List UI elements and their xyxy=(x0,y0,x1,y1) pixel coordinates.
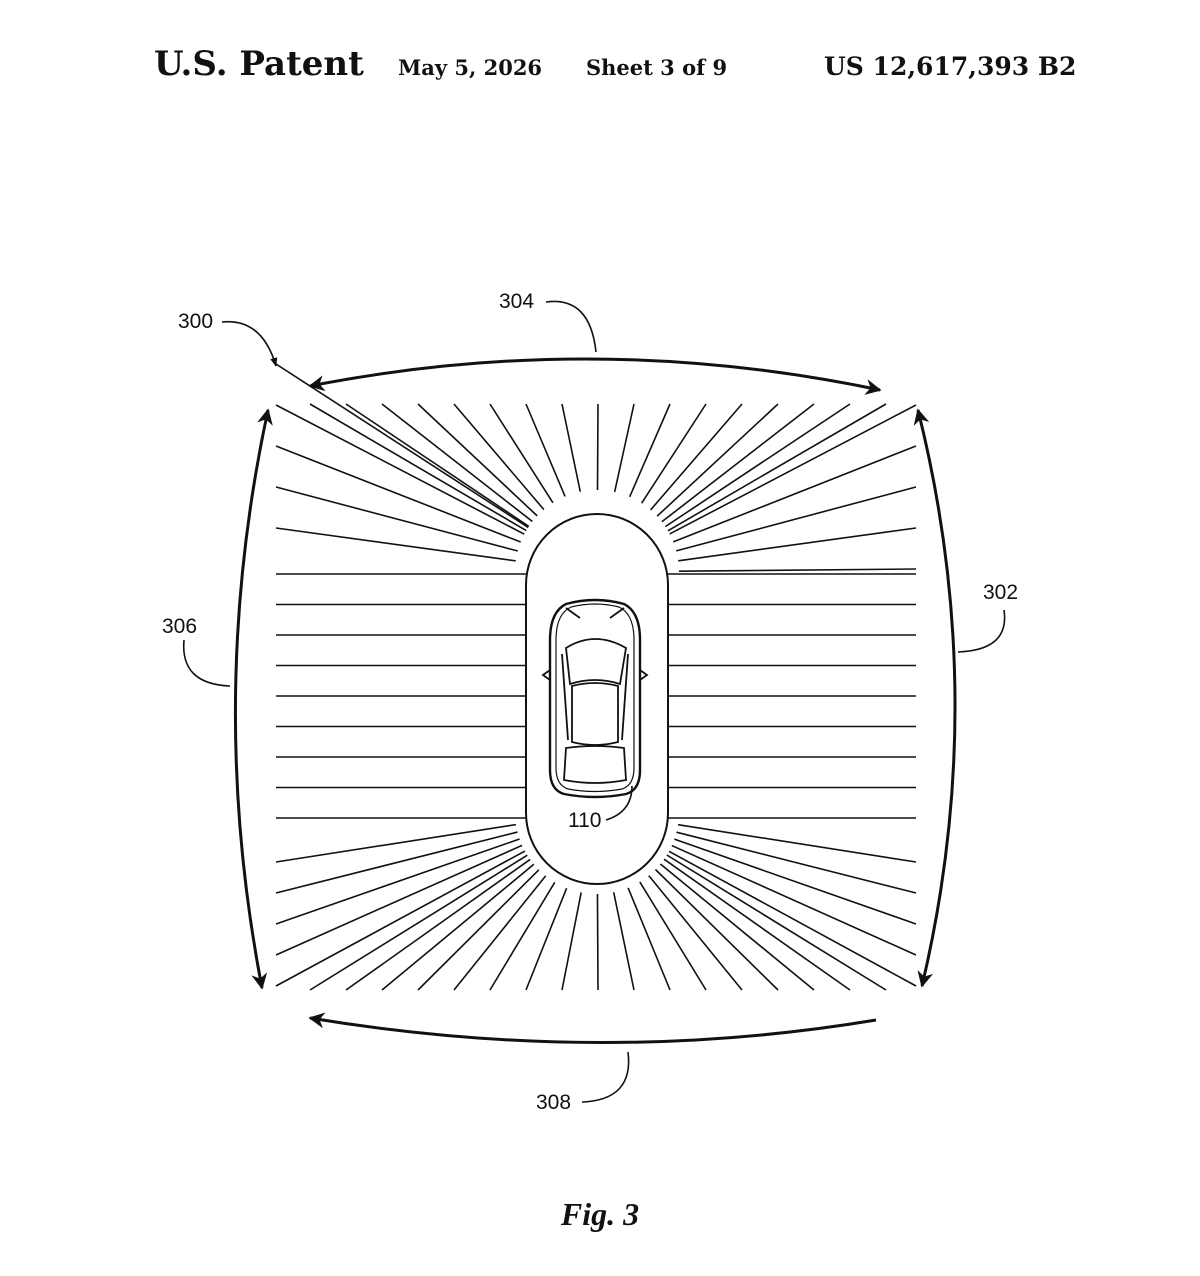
field-line-front xyxy=(649,403,743,511)
field-line-front xyxy=(640,403,707,504)
field-line-rear xyxy=(639,881,707,991)
field-line-rear xyxy=(309,854,528,991)
field-line-rear xyxy=(561,892,582,991)
field-line-rear xyxy=(676,831,917,894)
patent-date: May 5, 2026 xyxy=(398,55,543,80)
ref-304: 304 xyxy=(499,290,534,313)
sheet-number: Sheet 3 of 9 xyxy=(586,55,728,80)
field-line-rear xyxy=(648,875,743,991)
field-line-front xyxy=(678,568,917,573)
field-line-front xyxy=(453,403,545,511)
field-line-front xyxy=(669,404,917,535)
field-line-rear xyxy=(596,893,599,991)
field-line-front xyxy=(561,403,582,492)
front-zone-arrow xyxy=(308,357,882,395)
field-line-rear xyxy=(666,854,887,991)
field-line-rear xyxy=(345,858,531,991)
field-line-rear xyxy=(612,892,635,991)
field-line-front xyxy=(596,403,599,491)
field-line-rear xyxy=(417,869,540,991)
field-line-front xyxy=(417,403,538,517)
field-line-rear xyxy=(275,850,526,987)
field-line-front xyxy=(275,486,518,552)
rear-zone-arrow xyxy=(308,1012,877,1044)
field-line-rear xyxy=(659,863,815,991)
field-line-front xyxy=(525,403,566,497)
field-line-rear xyxy=(275,838,520,925)
field-line-rear xyxy=(489,881,556,991)
field-line-rear xyxy=(663,858,851,991)
ref-302: 302 xyxy=(983,581,1018,604)
field-line-rear xyxy=(275,844,523,956)
field-line-rear xyxy=(677,823,917,863)
patent-header-title: U.S. Patent xyxy=(154,44,364,84)
field-line-front xyxy=(489,403,554,504)
field-line-front xyxy=(275,445,521,543)
field-line-front xyxy=(275,527,516,562)
leader-110 xyxy=(605,785,633,821)
field-line-rear xyxy=(668,850,917,987)
field-line-rear xyxy=(627,887,671,991)
field-line-front xyxy=(656,403,779,517)
field-line-rear xyxy=(453,875,547,991)
sensor-field-lines xyxy=(275,363,917,991)
leader-304 xyxy=(545,300,597,353)
left-zone-arrow xyxy=(233,408,273,990)
vehicle-icon xyxy=(541,598,649,799)
field-line-rear xyxy=(654,868,779,991)
field-line-front xyxy=(667,403,887,532)
leader-308 xyxy=(581,1051,630,1103)
leader-300 xyxy=(221,320,278,367)
leader-302 xyxy=(957,609,1006,653)
field-line-front xyxy=(672,445,917,543)
patent-number: US 12,617,393 B2 xyxy=(824,52,1077,81)
field-line-rear xyxy=(275,831,518,894)
field-line-rear xyxy=(381,863,535,991)
field-line-rear xyxy=(671,844,917,956)
field-line-front xyxy=(613,403,635,493)
field-line-front xyxy=(381,403,533,523)
ref-306: 306 xyxy=(162,615,197,638)
field-line-front xyxy=(275,404,525,535)
field-line-rear xyxy=(674,838,917,925)
field-line-front xyxy=(664,403,851,528)
field-line-front xyxy=(678,527,917,562)
field-line-rear xyxy=(275,823,517,863)
leader-306 xyxy=(182,639,231,687)
right-zone-arrow xyxy=(913,408,957,988)
field-line-front xyxy=(628,403,671,498)
figure-caption: Fig. 3 xyxy=(560,1196,640,1232)
field-line-front xyxy=(309,403,527,532)
field-line-front xyxy=(661,403,815,523)
field-line-rear xyxy=(525,887,568,991)
ref-300: 300 xyxy=(178,310,213,333)
ref-308: 308 xyxy=(536,1091,571,1114)
field-line-front xyxy=(345,403,530,528)
field-line-front xyxy=(676,486,917,552)
ref-110: 110 xyxy=(568,809,601,832)
